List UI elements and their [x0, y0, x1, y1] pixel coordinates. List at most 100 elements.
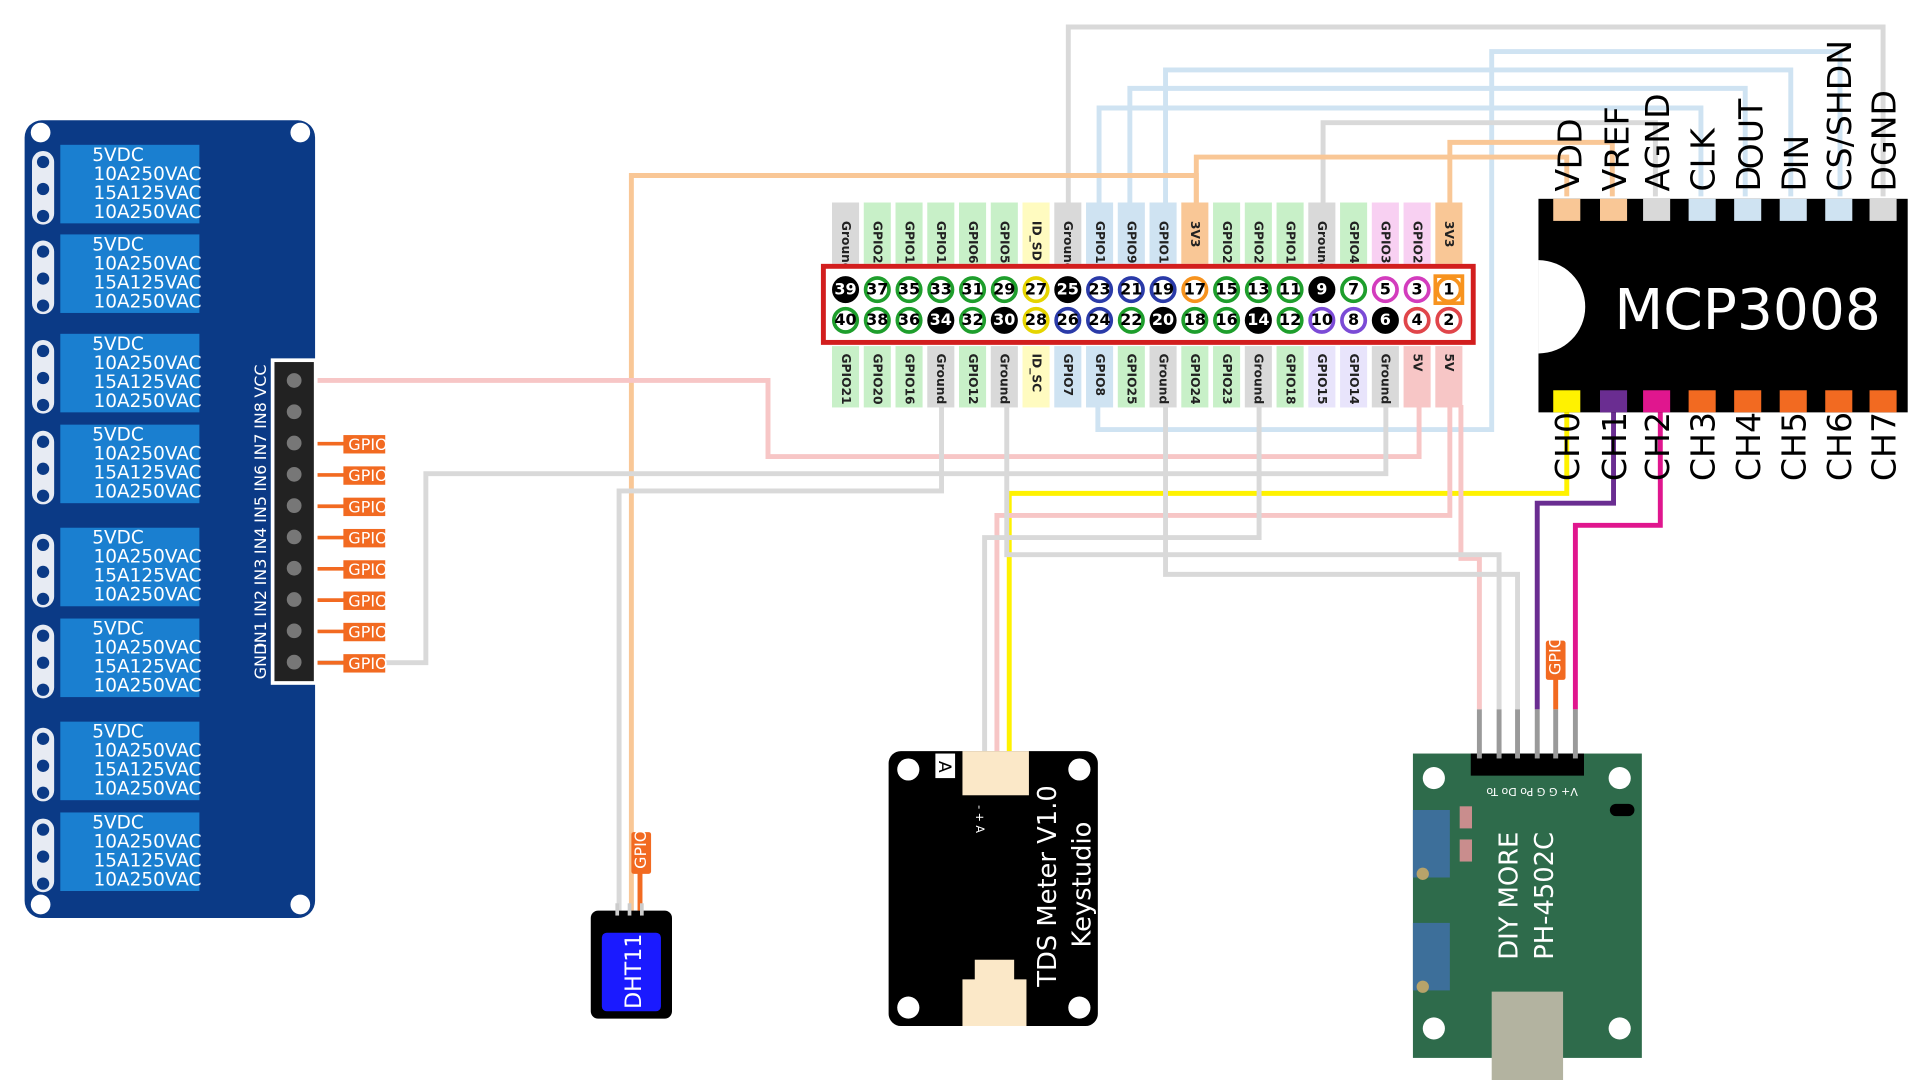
pi-label-bg — [1149, 202, 1177, 264]
relay-spec-text: 10A250VAC — [94, 676, 202, 697]
pi-pin — [1213, 276, 1241, 304]
ph-header — [1470, 753, 1584, 776]
mcp-bottom-pin — [1779, 390, 1807, 413]
pi-pin-label: GPIO6 — [966, 221, 980, 264]
pi-pin1-marker — [1433, 274, 1465, 305]
mcp-top-pin-label: D — [1774, 166, 1813, 192]
relay-pin — [286, 435, 302, 451]
tds-label-2: Keystudio — [1067, 822, 1097, 948]
mount-hole — [1068, 996, 1091, 1019]
gpio-tag — [343, 466, 386, 485]
mcp-top-pin — [1688, 198, 1716, 221]
relay-spec-text: 15A125VAC — [94, 463, 202, 484]
ph-label-1: DIY MORE — [1495, 832, 1525, 960]
mcp-top-pin-label: V — [1595, 168, 1634, 191]
pi-label-bg — [832, 346, 860, 408]
relay-pin-label-in4: IN4 — [251, 527, 270, 554]
ph-component — [1459, 806, 1472, 829]
ph-pot-screw — [1416, 980, 1429, 993]
mcp-bottom-pin-label: CH7 — [1864, 412, 1903, 481]
relay-terminal-hole — [36, 299, 50, 312]
pi-pin-label: GPIO3 — [1379, 221, 1393, 264]
mcp-top-pin — [1600, 198, 1628, 221]
pi-pin — [1340, 276, 1368, 304]
mcp-bottom-pin — [1643, 390, 1671, 413]
wire-relay-vcc — [317, 378, 1422, 459]
pi-pin — [895, 306, 923, 334]
relay-terminal-hole — [36, 371, 50, 385]
mcp-bottom-pin — [1869, 390, 1897, 413]
mcp-top-pin-label: AGND — [1638, 93, 1677, 191]
wires — [317, 24, 1886, 911]
mcp-bottom-pin-label: CH5 — [1774, 412, 1813, 481]
dht11-pin — [615, 903, 620, 916]
mount-hole — [290, 122, 311, 143]
pi-pin-label: GPIO18 — [1283, 353, 1297, 404]
pi-pin — [1308, 276, 1336, 304]
pi-pin-number: 27 — [1025, 280, 1047, 299]
mcp-bottom-pin-label: CH6 — [1820, 412, 1859, 481]
relay-terminal-hole — [36, 272, 50, 285]
pi-pin-label: 3V3 — [1442, 221, 1456, 248]
pi-pin-number: 38 — [866, 310, 888, 329]
relay-terminal-hole — [36, 435, 50, 448]
pi-label-bg — [1435, 346, 1463, 408]
pi-label-bg — [1403, 346, 1431, 408]
pi-pin-number: 26 — [1057, 310, 1079, 329]
pi-pin — [1276, 306, 1304, 334]
pi-pin-number: 37 — [866, 280, 888, 299]
mount-hole — [1068, 758, 1091, 781]
pi-pin-label: Ground — [1315, 221, 1329, 272]
relay-spec-text: 10A250VAC — [94, 444, 202, 465]
mcp-top-pin-label: D — [1729, 166, 1768, 192]
gpio-tag-label: GPIO — [348, 435, 387, 454]
pi-pin-number: 36 — [898, 310, 920, 329]
mcp-top-pin-sub: IN — [1777, 135, 1816, 170]
pi-label-bg — [1276, 202, 1304, 264]
relay-pin — [286, 560, 302, 576]
pi-label-bg — [959, 202, 987, 264]
mcp-top-pin-sub: REF — [1597, 106, 1636, 169]
wire-vref — [1447, 139, 1615, 203]
gpio-tag-label: GPIO — [348, 497, 387, 516]
relay-terminal-hole — [36, 489, 50, 502]
wire-agnd — [1320, 120, 1658, 203]
relay-terminal-hole — [36, 683, 50, 696]
pi-pin-label: 3V3 — [1188, 221, 1202, 248]
dht11-tag — [631, 832, 652, 874]
relay-spec-text: 10A250VAC — [94, 585, 202, 606]
relay-pin — [286, 373, 302, 388]
pi-pin-label: 5V — [1410, 353, 1424, 372]
gpio-tag — [343, 528, 386, 548]
pi-pin-label: GPIO11 — [1093, 221, 1107, 272]
pi-pin — [1403, 276, 1431, 304]
pi-pin — [1308, 306, 1336, 334]
relay-pin-label-in8: IN8 — [251, 402, 270, 429]
mount-hole — [30, 122, 51, 143]
mcp-bottom-pin-label: CH4 — [1729, 412, 1768, 481]
relay-spec-text: 5VDC — [92, 145, 143, 166]
pi-pin-number: 18 — [1184, 310, 1206, 329]
pi-pin — [1149, 306, 1177, 334]
pi-pin-number: 31 — [961, 280, 983, 299]
pi-pin-number: 33 — [930, 280, 952, 299]
ph-component — [1459, 839, 1472, 862]
tds-probe-connector — [962, 979, 1027, 1026]
pi-label-bg — [1149, 346, 1177, 408]
pi-pin-label: GPIO2 — [1410, 221, 1424, 264]
dht11-sensor: GPIO DHT11 — [590, 830, 672, 1019]
relay-pin — [286, 592, 302, 607]
mount-hole — [1608, 767, 1631, 790]
pi-label-bg — [1340, 346, 1368, 408]
relay-terminal-hole — [36, 245, 50, 258]
gpio-tag-label: GPIO — [348, 654, 387, 673]
wire-relay-gnd — [317, 405, 1389, 666]
relay-spec-text: 10A250VAC — [94, 482, 202, 503]
pi-pin-number: 3 — [1412, 280, 1423, 299]
pi-pin-number: 30 — [993, 310, 1015, 329]
pi-pin-number: 4 — [1412, 310, 1423, 329]
relay-spec-text: 15A125VAC — [94, 657, 202, 678]
relay-block — [60, 424, 200, 504]
gpio-tag-label: GPIO — [348, 529, 387, 548]
